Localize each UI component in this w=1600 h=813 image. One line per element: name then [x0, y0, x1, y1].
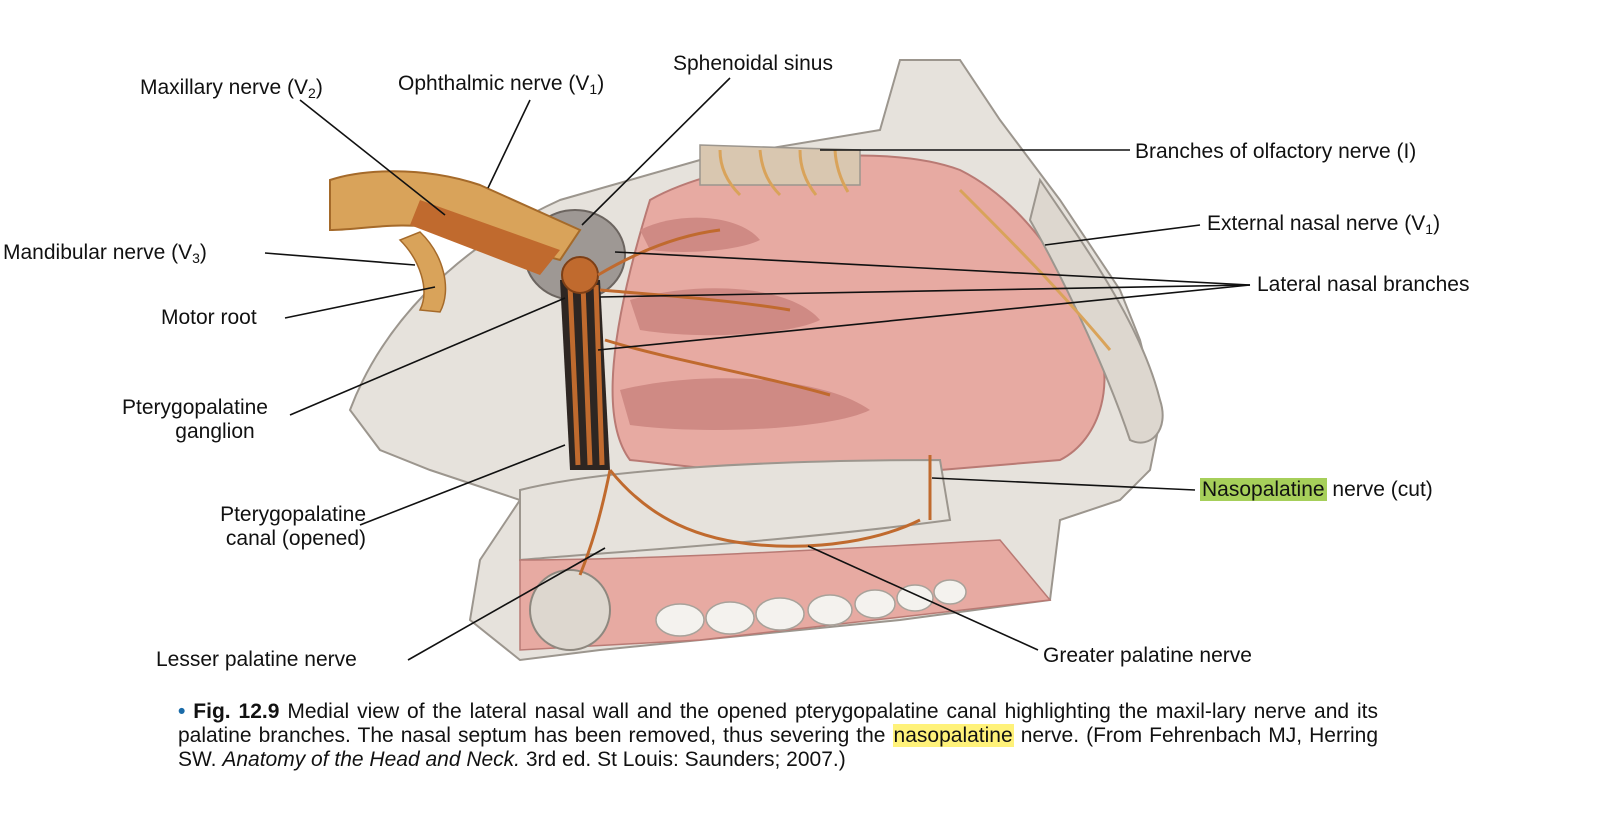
label-olfactory-nerve: Branches of olfactory nerve (I): [1135, 140, 1417, 163]
cribriform-plate: [699, 144, 861, 186]
label-lateral-nasal-branches: Lateral nasal branches: [1257, 273, 1470, 296]
ptg-nerve-fibers: [567, 284, 605, 466]
label-mandibular-nerve: Mandibular nerve (V3): [3, 241, 207, 266]
label-motor-root: Motor root: [161, 306, 257, 329]
caption-text-1: Medial view of the lateral nasal wall an…: [178, 700, 1379, 747]
label-maxillary-nerve: Maxillary nerve (V2): [140, 76, 323, 101]
nasopalatine-highlight: Nasopalatine: [1200, 478, 1327, 501]
label-pterygopalatine-canal: Pterygopalatine canal (opened): [220, 503, 366, 550]
caption-figure-number: Fig. 12.9: [193, 700, 280, 723]
caption-text-3: 3rd ed. St Louis: Saunders; 2007.): [520, 748, 846, 771]
label-nasopalatine-nerve: Nasopalatine nerve (cut): [1200, 478, 1433, 501]
inferior-turbinate: [620, 378, 870, 430]
olfactory-fibers: [718, 149, 850, 197]
caption-book-title: Anatomy of the Head and Neck.: [222, 748, 521, 771]
leader-lines: [264, 77, 1251, 661]
maxillary-trunk: [410, 200, 560, 275]
hard-palate: [519, 458, 952, 562]
figure-caption: • Fig. 12.9 Medial view of the lateral n…: [178, 700, 1378, 772]
nose-cartilage: [1028, 177, 1164, 444]
label-lesser-palatine-nerve: Lesser palatine nerve: [156, 648, 357, 671]
label-external-nasal-nerve: External nasal nerve (V1): [1207, 212, 1441, 237]
bone-section: [529, 569, 611, 651]
mandibular-trunk: [398, 231, 447, 313]
label-ophthalmic-nerve: Ophthalmic nerve (V1): [398, 72, 605, 97]
middle-turbinate: [630, 288, 820, 336]
caption-highlight: nasopalatine: [892, 724, 1014, 747]
ptg-ganglion-shape: [561, 256, 599, 294]
label-pterygopalatine-ganglion: Pterygopalatine ganglion: [122, 396, 268, 443]
caption-bullet: •: [178, 700, 186, 723]
caption-text-2: nerve. (From Fehrenbach MJ, Herring SW.: [178, 724, 1378, 771]
external-nasal-fiber: [958, 188, 1112, 351]
label-sphenoidal-sinus: Sphenoidal sinus: [673, 52, 833, 75]
label-greater-palatine-nerve: Greater palatine nerve: [1043, 644, 1252, 667]
teeth: [655, 579, 967, 637]
